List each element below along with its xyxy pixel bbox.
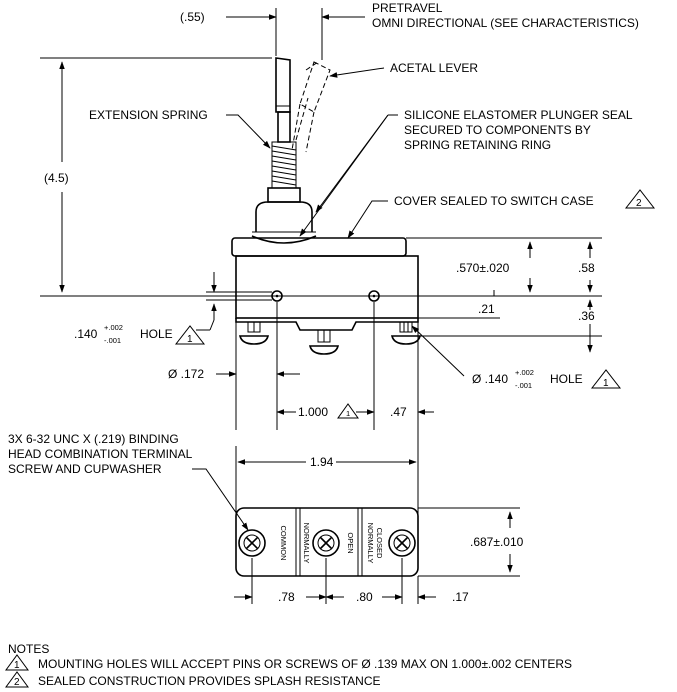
left-hole-suffix: HOLE xyxy=(140,327,173,341)
mounting-hole-right xyxy=(368,290,380,302)
plunger-seal xyxy=(255,201,313,232)
overall-height-dim: (4.5) xyxy=(44,171,69,185)
note-2-text: SEALED CONSTRUCTION PROVIDES SPLASH RESI… xyxy=(38,674,381,688)
overall-length-dim: 1.94 xyxy=(310,455,334,469)
base-depth-dim: .687±.010 xyxy=(470,535,524,549)
hole-spacing-dim: 1.000 xyxy=(298,405,328,419)
left-hole-tol-plus: +.002 xyxy=(104,323,123,332)
right-hole-tol-plus: +.002 xyxy=(515,368,534,377)
label-nc-2: CLOSED xyxy=(375,528,384,559)
right-hole-tol-minus: -.001 xyxy=(515,381,532,390)
terminal-common xyxy=(238,529,266,557)
terminal-pitch-2-dim: .80 xyxy=(356,590,373,604)
terminal-screw-label-3: SCREW AND CUPWASHER xyxy=(8,462,162,476)
omni-label: OMNI DIRECTIONAL (SEE CHARACTERISTICS) xyxy=(372,16,639,30)
mounting-hole-left xyxy=(271,290,283,302)
flag-1-right-hole: 1 xyxy=(590,369,622,389)
terminal-normally-closed xyxy=(388,529,416,557)
svg-text:2: 2 xyxy=(14,677,20,688)
flag-1-left-hole: 1 xyxy=(174,325,206,345)
terminal-screw-label-1: 3X 6-32 UNC X (.219) BINDING xyxy=(8,432,179,446)
terminal-screw-common xyxy=(238,321,270,345)
hole-to-bottom-dim: .21 xyxy=(478,302,495,316)
terminal-end-dim: .17 xyxy=(452,590,469,604)
bottom-view: COMMON NORMALLY OPEN NORMALLY CLOSED xyxy=(235,507,419,577)
terminal-height-dim: .36 xyxy=(578,309,595,323)
lever-offset-dim: (.55) xyxy=(180,10,205,24)
seal-label-3: SPRING RETAINING RING xyxy=(404,138,551,152)
flag-2-cover: 2 xyxy=(624,189,656,209)
seal-label-1: SILICONE ELASTOMER PLUNGER SEAL xyxy=(404,108,633,122)
note-1-text: MOUNTING HOLES WILL ACCEPT PINS OR SCREW… xyxy=(38,657,572,671)
side-view xyxy=(231,57,422,355)
note-2: 2 SEALED CONSTRUCTION PROVIDES SPLASH RE… xyxy=(5,671,381,688)
terminal-screw-closed xyxy=(390,321,422,345)
deflected-lever xyxy=(291,61,331,153)
label-common: COMMON xyxy=(279,526,288,561)
terminal-screw-open xyxy=(308,329,340,355)
flag-1-spacing: 1 xyxy=(337,403,359,419)
extension-spring xyxy=(271,141,297,189)
terminal-screw-label-2: HEAD COMBINATION TERMINAL xyxy=(8,447,193,461)
svg-text:1: 1 xyxy=(187,334,193,345)
left-hole-dim: .140 xyxy=(74,327,98,341)
right-hole-dim: Ø .140 xyxy=(472,372,508,386)
case-height-dim: .58 xyxy=(578,261,595,275)
terminal-pitch-1-dim: .78 xyxy=(278,590,295,604)
svg-text:1: 1 xyxy=(14,660,20,671)
extension-spring-label: EXTENSION SPRING xyxy=(89,108,208,122)
cover xyxy=(231,237,407,257)
seal-label-2: SECURED TO COMPONENTS BY xyxy=(404,123,591,137)
svg-text:1: 1 xyxy=(346,409,350,418)
acetal-lever xyxy=(275,57,291,113)
pretravel-label: PRETRAVEL xyxy=(372,1,443,15)
note-1: 1 MOUNTING HOLES WILL ACCEPT PINS OR SCR… xyxy=(5,654,572,671)
edge-to-hole-dim: Ø .172 xyxy=(168,367,204,381)
svg-text:1: 1 xyxy=(603,378,609,389)
left-hole-tol-minus: -.001 xyxy=(104,336,121,345)
label-no-2: OPEN xyxy=(346,532,355,553)
label-nc-1: NORMALLY xyxy=(366,523,375,564)
right-hole-suffix: HOLE xyxy=(550,372,583,386)
acetal-lever-label: ACETAL LEVER xyxy=(390,61,478,75)
cover-height-dim: .570±.020 xyxy=(456,261,510,275)
hole-to-edge-dim: .47 xyxy=(390,405,407,419)
switch-case xyxy=(235,255,419,319)
cover-sealed-label: COVER SEALED TO SWITCH CASE xyxy=(394,194,594,208)
label-no-1: NORMALLY xyxy=(302,523,311,564)
terminal-normally-open xyxy=(312,529,340,557)
notes-heading: NOTES xyxy=(8,642,49,656)
svg-text:2: 2 xyxy=(636,198,642,209)
